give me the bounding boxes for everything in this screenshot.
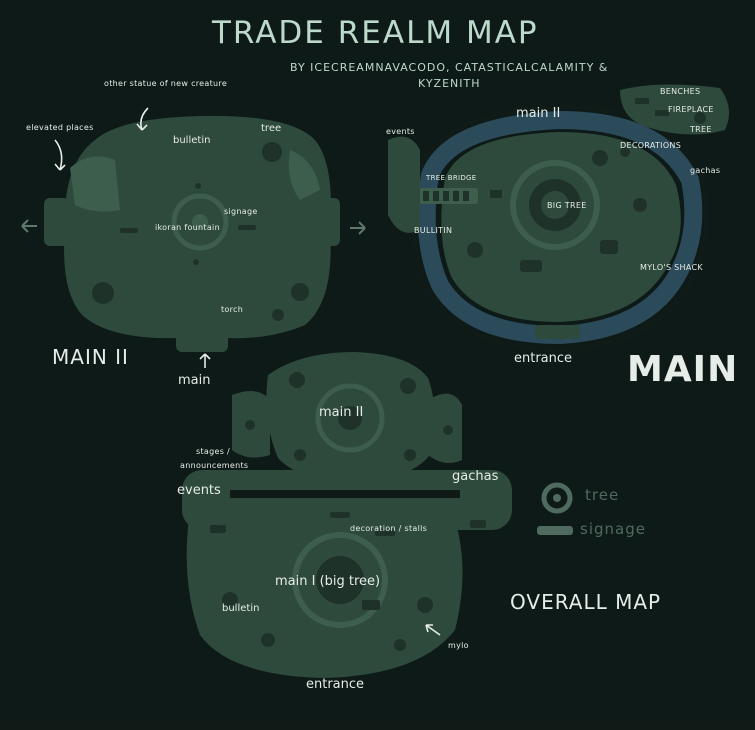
label-tree-main-ii: tree [261, 123, 282, 134]
label-big-tree-main: BIG TREE [547, 201, 587, 210]
label-gachas-overall: gachas [452, 469, 499, 484]
label-signage-main-ii: signage [224, 207, 258, 216]
label-main-ii-overall: main II [319, 405, 364, 420]
label-benches: BENCHES [660, 87, 701, 96]
label-announcements: announcements [180, 461, 249, 470]
label-torch: torch [221, 305, 244, 314]
label-mylos-shack: MYLO'S SHACK [640, 263, 703, 272]
label-events-overall: events [177, 483, 221, 498]
label-elevated-places: elevated places [26, 123, 94, 132]
label-stages: stages / [196, 447, 231, 456]
credits-line-1: BY ICECREAMNAVACODO, CATASTICALCALAMITY … [290, 61, 609, 74]
label-entrance-overall: entrance [306, 677, 365, 692]
label-bulletin-main: BULLITIN [414, 226, 453, 235]
label-bulletin-overall: bulletin [222, 603, 260, 614]
main-map [388, 84, 729, 353]
label-main-ii-link: main II [516, 106, 561, 121]
label-main-entrance: main [178, 373, 211, 388]
bottom-bar [0, 718, 755, 730]
label-mylo: mylo [448, 641, 469, 650]
label-events-main: events [386, 127, 415, 136]
legend [537, 482, 573, 535]
legend-tree-label: tree [585, 486, 620, 504]
label-decorations: DECORATIONS [620, 141, 682, 150]
label-fireplace: FIREPLACE [668, 105, 714, 114]
label-tree-bridge: TREE BRIDGE [426, 174, 477, 182]
heading-main: MAIN [627, 349, 739, 390]
label-other-statue: other statue of new creature [104, 79, 228, 88]
label-main-i-big-tree: main I (big tree) [275, 574, 381, 589]
label-ikoran-fountain: ikoran fountain [155, 223, 220, 232]
legend-signage-label: signage [580, 520, 646, 538]
heading-main-ii: MAIN II [52, 345, 129, 369]
label-tree-main: TREE [690, 125, 712, 134]
overall-map [182, 352, 512, 678]
label-entrance-main: entrance [514, 351, 573, 366]
heading-overall-map: OVERALL MAP [510, 590, 662, 614]
credits-line-2: KYZENITH [418, 77, 481, 90]
map-title: TRADE REALM MAP [212, 15, 539, 51]
main-ii-map [21, 107, 366, 368]
label-bulletin-main-ii: bulletin [173, 135, 211, 146]
label-gachas-main: gachas [690, 166, 721, 175]
label-decoration-stalls: decoration / stalls [350, 524, 428, 533]
